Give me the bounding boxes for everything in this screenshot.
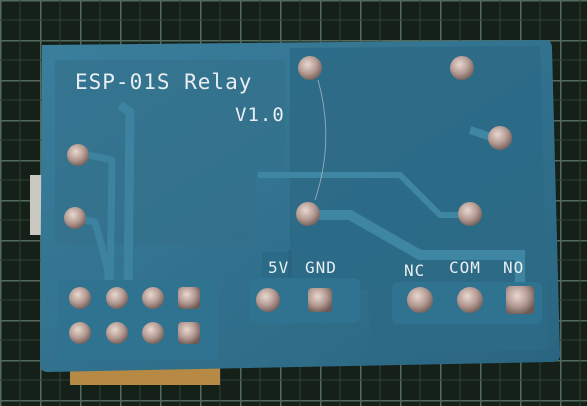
pcb-board	[40, 40, 560, 372]
label-no: NO	[503, 258, 525, 277]
label-gnd: GND	[305, 258, 337, 277]
board-title: ESP-01S Relay	[75, 70, 253, 94]
solder-joints	[64, 56, 534, 344]
esp-module-edge	[30, 175, 42, 235]
label-nc: NC	[404, 261, 426, 280]
label-5v: 5V	[268, 258, 290, 277]
label-com: COM	[449, 258, 481, 277]
board-version: V1.0	[235, 104, 285, 126]
